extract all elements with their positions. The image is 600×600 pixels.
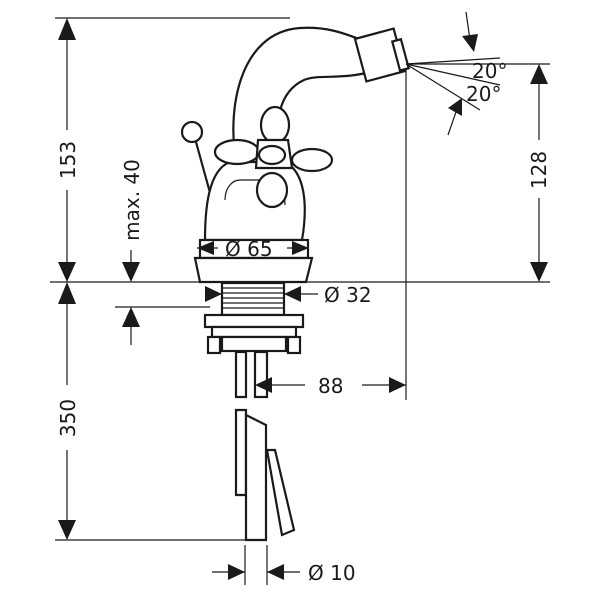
- dim-128: 128: [527, 151, 551, 189]
- aerator-tip: [390, 37, 411, 72]
- dim-diameter-32: Ø 32: [324, 283, 372, 307]
- dim-153: 153: [56, 141, 80, 179]
- dim-max-40: max. 40: [120, 159, 144, 241]
- body-dome: [203, 160, 306, 242]
- base-plate: [193, 256, 314, 284]
- supply-hoses: [234, 350, 296, 542]
- dimension-labels: 153 max. 40 350 128 Ø 65 Ø 32 88 Ø 10 20…: [56, 59, 551, 585]
- dim-350: 350: [56, 399, 80, 437]
- dim-88: 88: [318, 374, 343, 398]
- dimension-lines: [58, 11, 550, 580]
- dim-diameter-10: Ø 10: [308, 561, 356, 585]
- cross-handle: [213, 105, 334, 209]
- angle-lower-20: 20°: [466, 82, 501, 106]
- lever-knob: [180, 120, 204, 144]
- dim-diameter-65: Ø 65: [225, 237, 273, 261]
- threaded-shank: [203, 281, 305, 355]
- faucet-body: [180, 26, 411, 542]
- angle-upper-20: 20°: [472, 59, 507, 83]
